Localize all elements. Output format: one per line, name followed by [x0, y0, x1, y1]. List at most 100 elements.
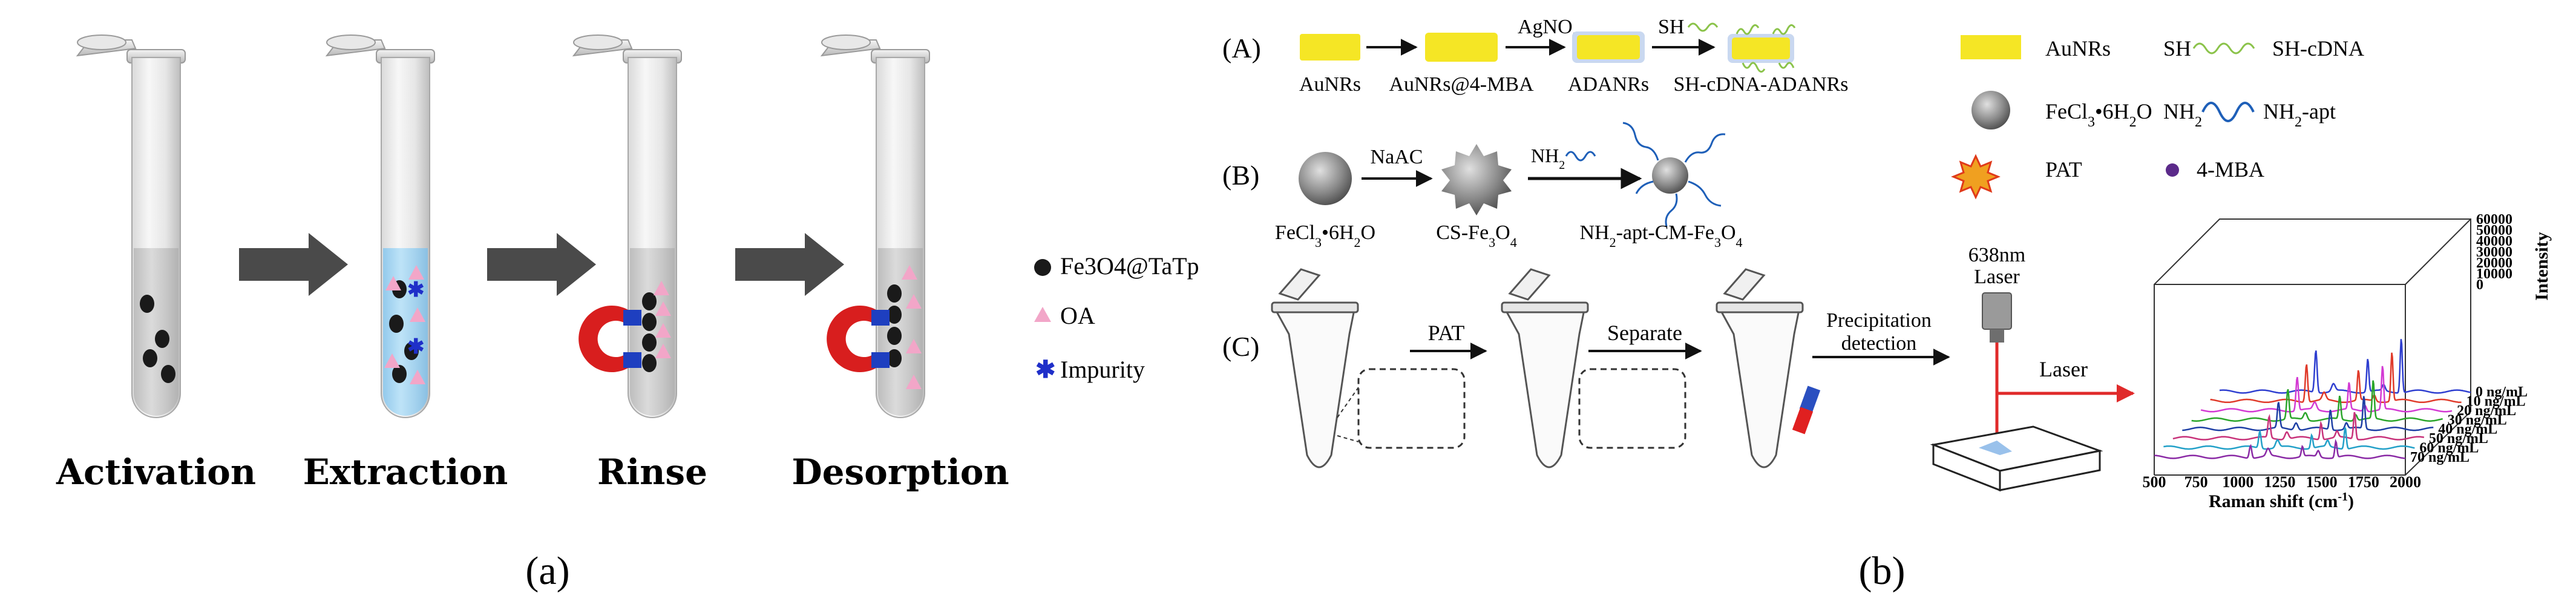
row-c-letter: (C) [1222, 331, 1259, 362]
y-tick-label: 0 [2476, 277, 2483, 293]
series-label: 30 ng/mL [2448, 412, 2507, 428]
y-tick-label: 60000 [2476, 212, 2512, 228]
panel-a-caption: (a) [525, 549, 569, 593]
magnet-icon [578, 306, 641, 372]
series-label: 40 ng/mL [2438, 422, 2497, 438]
series-label: 50 ng/mL [2429, 431, 2488, 447]
chart-x-ticks: 500 750 1000 1250 1500 1750 2000 [2143, 473, 2422, 491]
spectrum-series [2172, 412, 2425, 441]
pink-triangle-icon [1034, 307, 1051, 322]
legend-label-impurity: Impurity [1060, 356, 1145, 383]
label-sh-cdna-adanrs: SH-cDNA-ADANRs [1674, 73, 1849, 96]
chart-series-group [2154, 339, 2471, 459]
row-a-letter: (A) [1222, 33, 1261, 64]
row-b: (B) FeCl3•6H2O NaAC CS-Fe3O4 NH2 NH2-apt… [1222, 122, 1743, 250]
laser-wavelength: 638nm [1968, 244, 2025, 266]
label-fecl3: FeCl3•6H2O [1275, 221, 1375, 250]
aunrs-4mba [1425, 33, 1498, 62]
reagent-nh2-wave [1565, 151, 1596, 162]
spectrum-series [2182, 396, 2434, 431]
pat-burst-icon [1951, 154, 2001, 200]
svg-text:✱: ✱ [407, 279, 425, 301]
panel-b-caption: (b) [1859, 549, 1906, 593]
legend-fecl3: FeCl3•6H2O [2045, 99, 2152, 130]
step-label: Rinse [597, 451, 707, 493]
y-tick-label: 10000 [2476, 266, 2512, 282]
laser-arrow-label: Laser [2039, 357, 2088, 381]
fecl3-legend-icon [1971, 91, 2010, 130]
step-label: Extraction [303, 451, 508, 493]
chart-x-label: Raman shift (cm-1) [2209, 490, 2354, 511]
step-label: Activation [56, 451, 256, 493]
label-nh2-apt-cm-fe3o4: NH2-apt-CM-Fe3O4 [1579, 221, 1742, 250]
step-detection: detection [1841, 332, 1917, 355]
x-tick-label: 2000 [2390, 473, 2421, 491]
reagent-sh: SH [1658, 16, 1684, 38]
black-dot-icon [1034, 259, 1051, 276]
row-c: (C) PAT Separate [1222, 244, 2135, 492]
magnet-icon [827, 306, 890, 372]
nh2-apt-wave-icon [2201, 102, 2255, 122]
y-tick-label: 40000 [2476, 234, 2512, 249]
spectrum-series [2163, 427, 2415, 450]
mba-dot-icon [2166, 163, 2179, 177]
spectrum-series [2219, 339, 2471, 394]
label-aunrs: AuNRs [1299, 73, 1361, 96]
legend-label-oa: OA [1060, 302, 1095, 329]
x-tick-label: 500 [2143, 473, 2166, 491]
legend-sh-prefix: SH [2163, 36, 2191, 61]
eppendorf-tube-2 [1501, 268, 1589, 468]
eppendorf-tube-3 [1716, 268, 1804, 468]
x-tick-label: 1750 [2348, 473, 2379, 491]
chart-frame [2154, 218, 2471, 476]
nh2-apt-cm-fe3o4 [1622, 122, 1726, 227]
sample-stage [1930, 425, 2103, 492]
blue-star-icon: ✱ [1035, 356, 1056, 383]
sh-cdna-wave-icon [2192, 42, 2255, 54]
legend-nh2-apt: NH2-apt [2263, 99, 2336, 130]
step-pat: PAT [1428, 321, 1465, 345]
y-tick-label: 20000 [2476, 255, 2512, 271]
legend-4mba: 4-MBA [2197, 157, 2264, 182]
step-label: Desorption [791, 451, 1009, 493]
x-tick-label: 1000 [2222, 473, 2253, 491]
legend-label-fe3o4: Fe3O4@TaTp [1060, 252, 1199, 280]
cs-fe3o4-particle [1441, 144, 1512, 215]
row-a: (A) AuNRs AuNRs@4-MBA AgNO3 ADANRs SH SH… [1222, 16, 1848, 96]
y-tick-label: 30000 [2476, 244, 2512, 260]
spectrum-series [2154, 439, 2405, 459]
legend-aunrs: AuNRs [2045, 36, 2111, 61]
x-tick-label: 750 [2184, 473, 2208, 491]
y-tick-label: 50000 [2476, 223, 2512, 238]
mini-magnet [1792, 385, 1821, 435]
legend-sh-cdna: SH-cDNA [2272, 36, 2364, 61]
spectrum-series [2210, 352, 2462, 404]
row-b-letter: (B) [1222, 160, 1259, 191]
spectrum-series [2191, 380, 2443, 422]
aunrs-legend-icon [1961, 35, 2021, 59]
label-adanrs: ADANRs [1568, 73, 1649, 96]
magnified-view-2 [1578, 368, 1686, 449]
test-tube [820, 34, 930, 418]
adanrs [1572, 31, 1645, 63]
x-tick-label: 1250 [2264, 473, 2296, 491]
reagent-sh-wave [1687, 22, 1719, 32]
test-tube [572, 34, 682, 418]
panel-a-legend: Fe3O4@TaTp OA ✱ Impurity [1034, 252, 1199, 383]
reagent-nh2: NH2 [1531, 145, 1565, 172]
series-label: 70 ng/mL [2410, 450, 2469, 465]
reagent-naac: NaAC [1371, 146, 1423, 168]
sh-cdna-adanrs [1728, 24, 1796, 73]
process-arrow [487, 233, 596, 296]
panel-b-legend: AuNRs SH SH-cDNA FeCl3•6H2O NH2 NH2-apt … [1951, 35, 2364, 200]
test-tube [76, 34, 186, 418]
legend-pat: PAT [2045, 157, 2082, 182]
label-aunrs-4mba: AuNRs@4-MBA [1389, 73, 1534, 96]
fecl3-sphere [1299, 152, 1352, 205]
legend-nh2-prefix: NH2 [2163, 99, 2202, 130]
x-tick-label: 1500 [2306, 473, 2338, 491]
series-label: 20 ng/mL [2457, 403, 2516, 419]
